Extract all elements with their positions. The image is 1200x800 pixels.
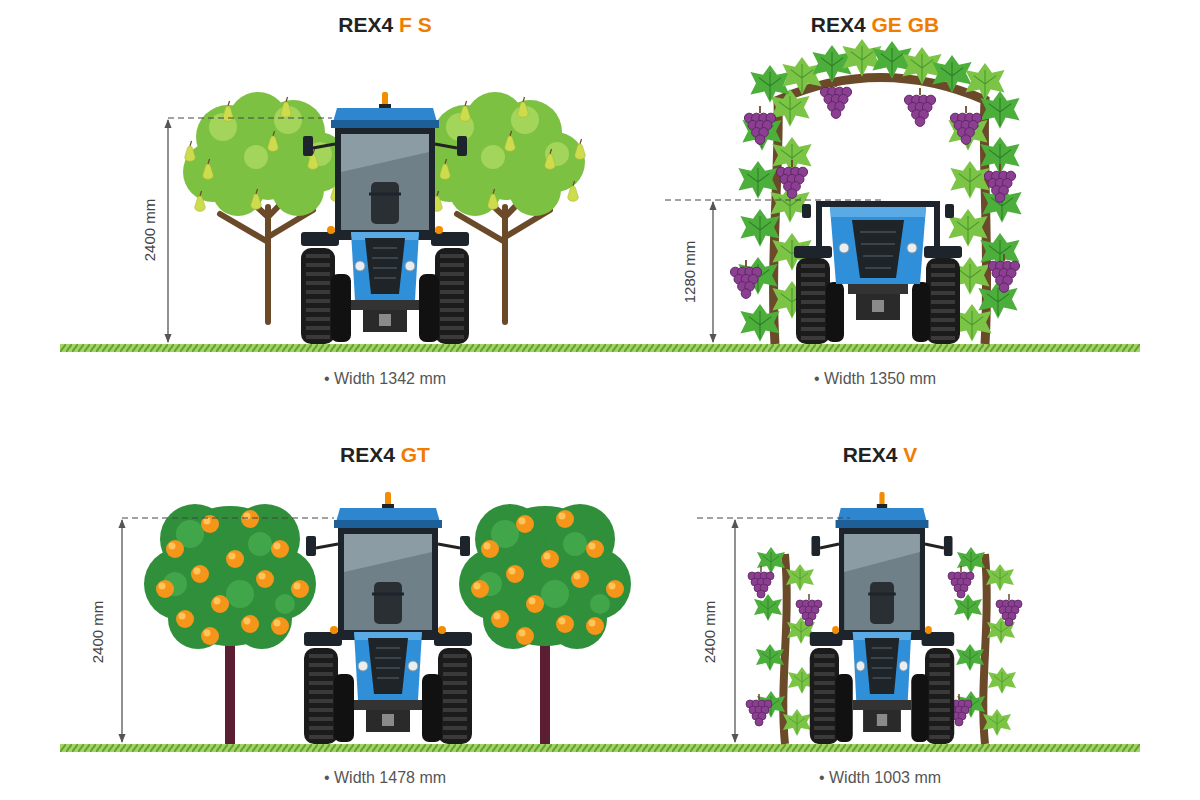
dimension-arrow: [121, 520, 122, 742]
low-profile-tractor: [794, 201, 962, 344]
model-title: REX4 GT: [340, 443, 430, 467]
narrow-tractor-with-cab: [810, 492, 954, 744]
dimension-arrow: [734, 520, 735, 742]
model-variant: GT: [395, 443, 430, 466]
model-series: REX4: [338, 13, 393, 36]
model-title: REX4 F S: [338, 13, 431, 37]
height-dimension: 1280 mm: [681, 241, 698, 304]
width-dimension: • Width 1478 mm: [324, 769, 446, 787]
ground-line: [60, 344, 1140, 352]
height-dimension: 2400 mm: [701, 601, 718, 664]
tractor-with-cab: [301, 92, 469, 344]
model-variant: V: [898, 443, 918, 466]
height-dimension: 2400 mm: [141, 199, 158, 262]
grape-pergola: [730, 39, 1021, 344]
height-guide: [122, 518, 334, 519]
model-title: REX4 V: [843, 443, 918, 467]
height-guide: [697, 518, 850, 519]
orange-tree: [459, 504, 631, 744]
dimension-arrow: [167, 120, 168, 342]
orange-tree: [144, 504, 316, 744]
height-guide: [665, 200, 885, 201]
model-variant: GE GB: [866, 13, 940, 36]
width-dimension: • Width 1003 mm: [819, 769, 941, 787]
ground-line: [60, 744, 1140, 752]
height-guide: [168, 118, 332, 119]
width-dimension: • Width 1350 mm: [814, 370, 936, 388]
grape-vine: [946, 547, 1022, 744]
model-title: REX4 GE GB: [811, 13, 939, 37]
model-series: REX4: [843, 443, 898, 466]
height-dimension: 2400 mm: [89, 601, 106, 664]
model-series: REX4: [811, 13, 866, 36]
tractor-with-cab: [304, 492, 472, 744]
model-variant: F S: [393, 13, 432, 36]
dimension-arrow: [712, 202, 713, 342]
width-dimension: • Width 1342 mm: [324, 370, 446, 388]
model-series: REX4: [340, 443, 395, 466]
